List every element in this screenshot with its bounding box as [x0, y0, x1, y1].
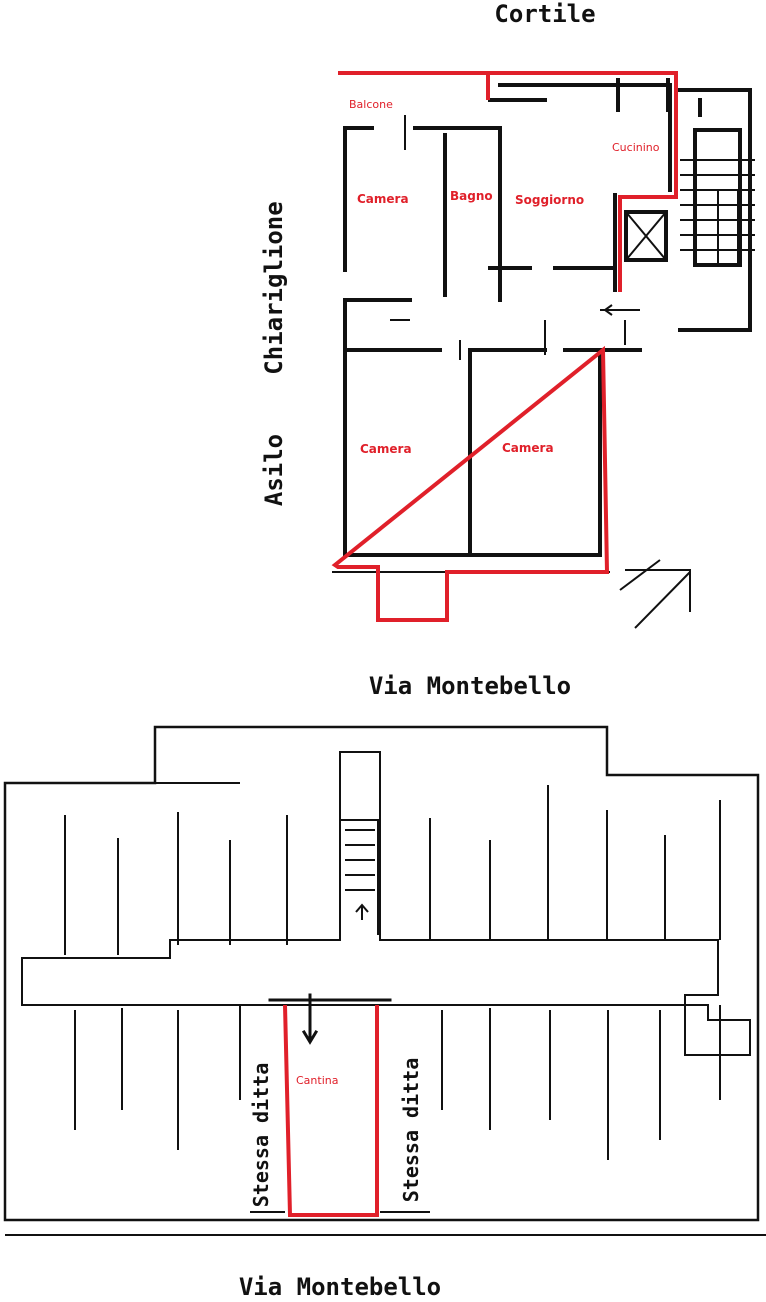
room-label-cantina: Cantina [296, 1074, 338, 1087]
room-label-soggiorno: Soggiorno [515, 193, 584, 207]
staircase [678, 88, 755, 332]
street-label-chiariglione: Chiariglione [260, 201, 288, 374]
street-label-asilo: Asilo [260, 434, 288, 506]
room-label-balcone: Balcone [349, 98, 393, 111]
cellar-plan: Cantina Stessa ditta Stessa ditta Via Mo… [3, 725, 766, 1301]
apartment-plan: Cortile Balcone Camera Bagno Soggiorno C… [260, 0, 755, 700]
room-label-bagno: Bagno [450, 189, 493, 203]
walls [332, 78, 755, 629]
street-label-cortile: Cortile [494, 0, 595, 28]
apartment-outline [331, 71, 678, 622]
room-label-camera-1: Camera [357, 192, 409, 206]
street-label-montebello-bottom: Via Montebello [239, 1273, 441, 1301]
neighbor-label-left: Stessa ditta [249, 1063, 273, 1208]
neighbor-label-right: Stessa ditta [399, 1058, 423, 1203]
cantina-outline [283, 1004, 379, 1217]
street-label-montebello-top: Via Montebello [369, 672, 571, 700]
room-label-camera-3: Camera [502, 441, 554, 455]
room-label-cucinino: Cucinino [612, 141, 660, 154]
room-label-camera-2: Camera [360, 442, 412, 456]
